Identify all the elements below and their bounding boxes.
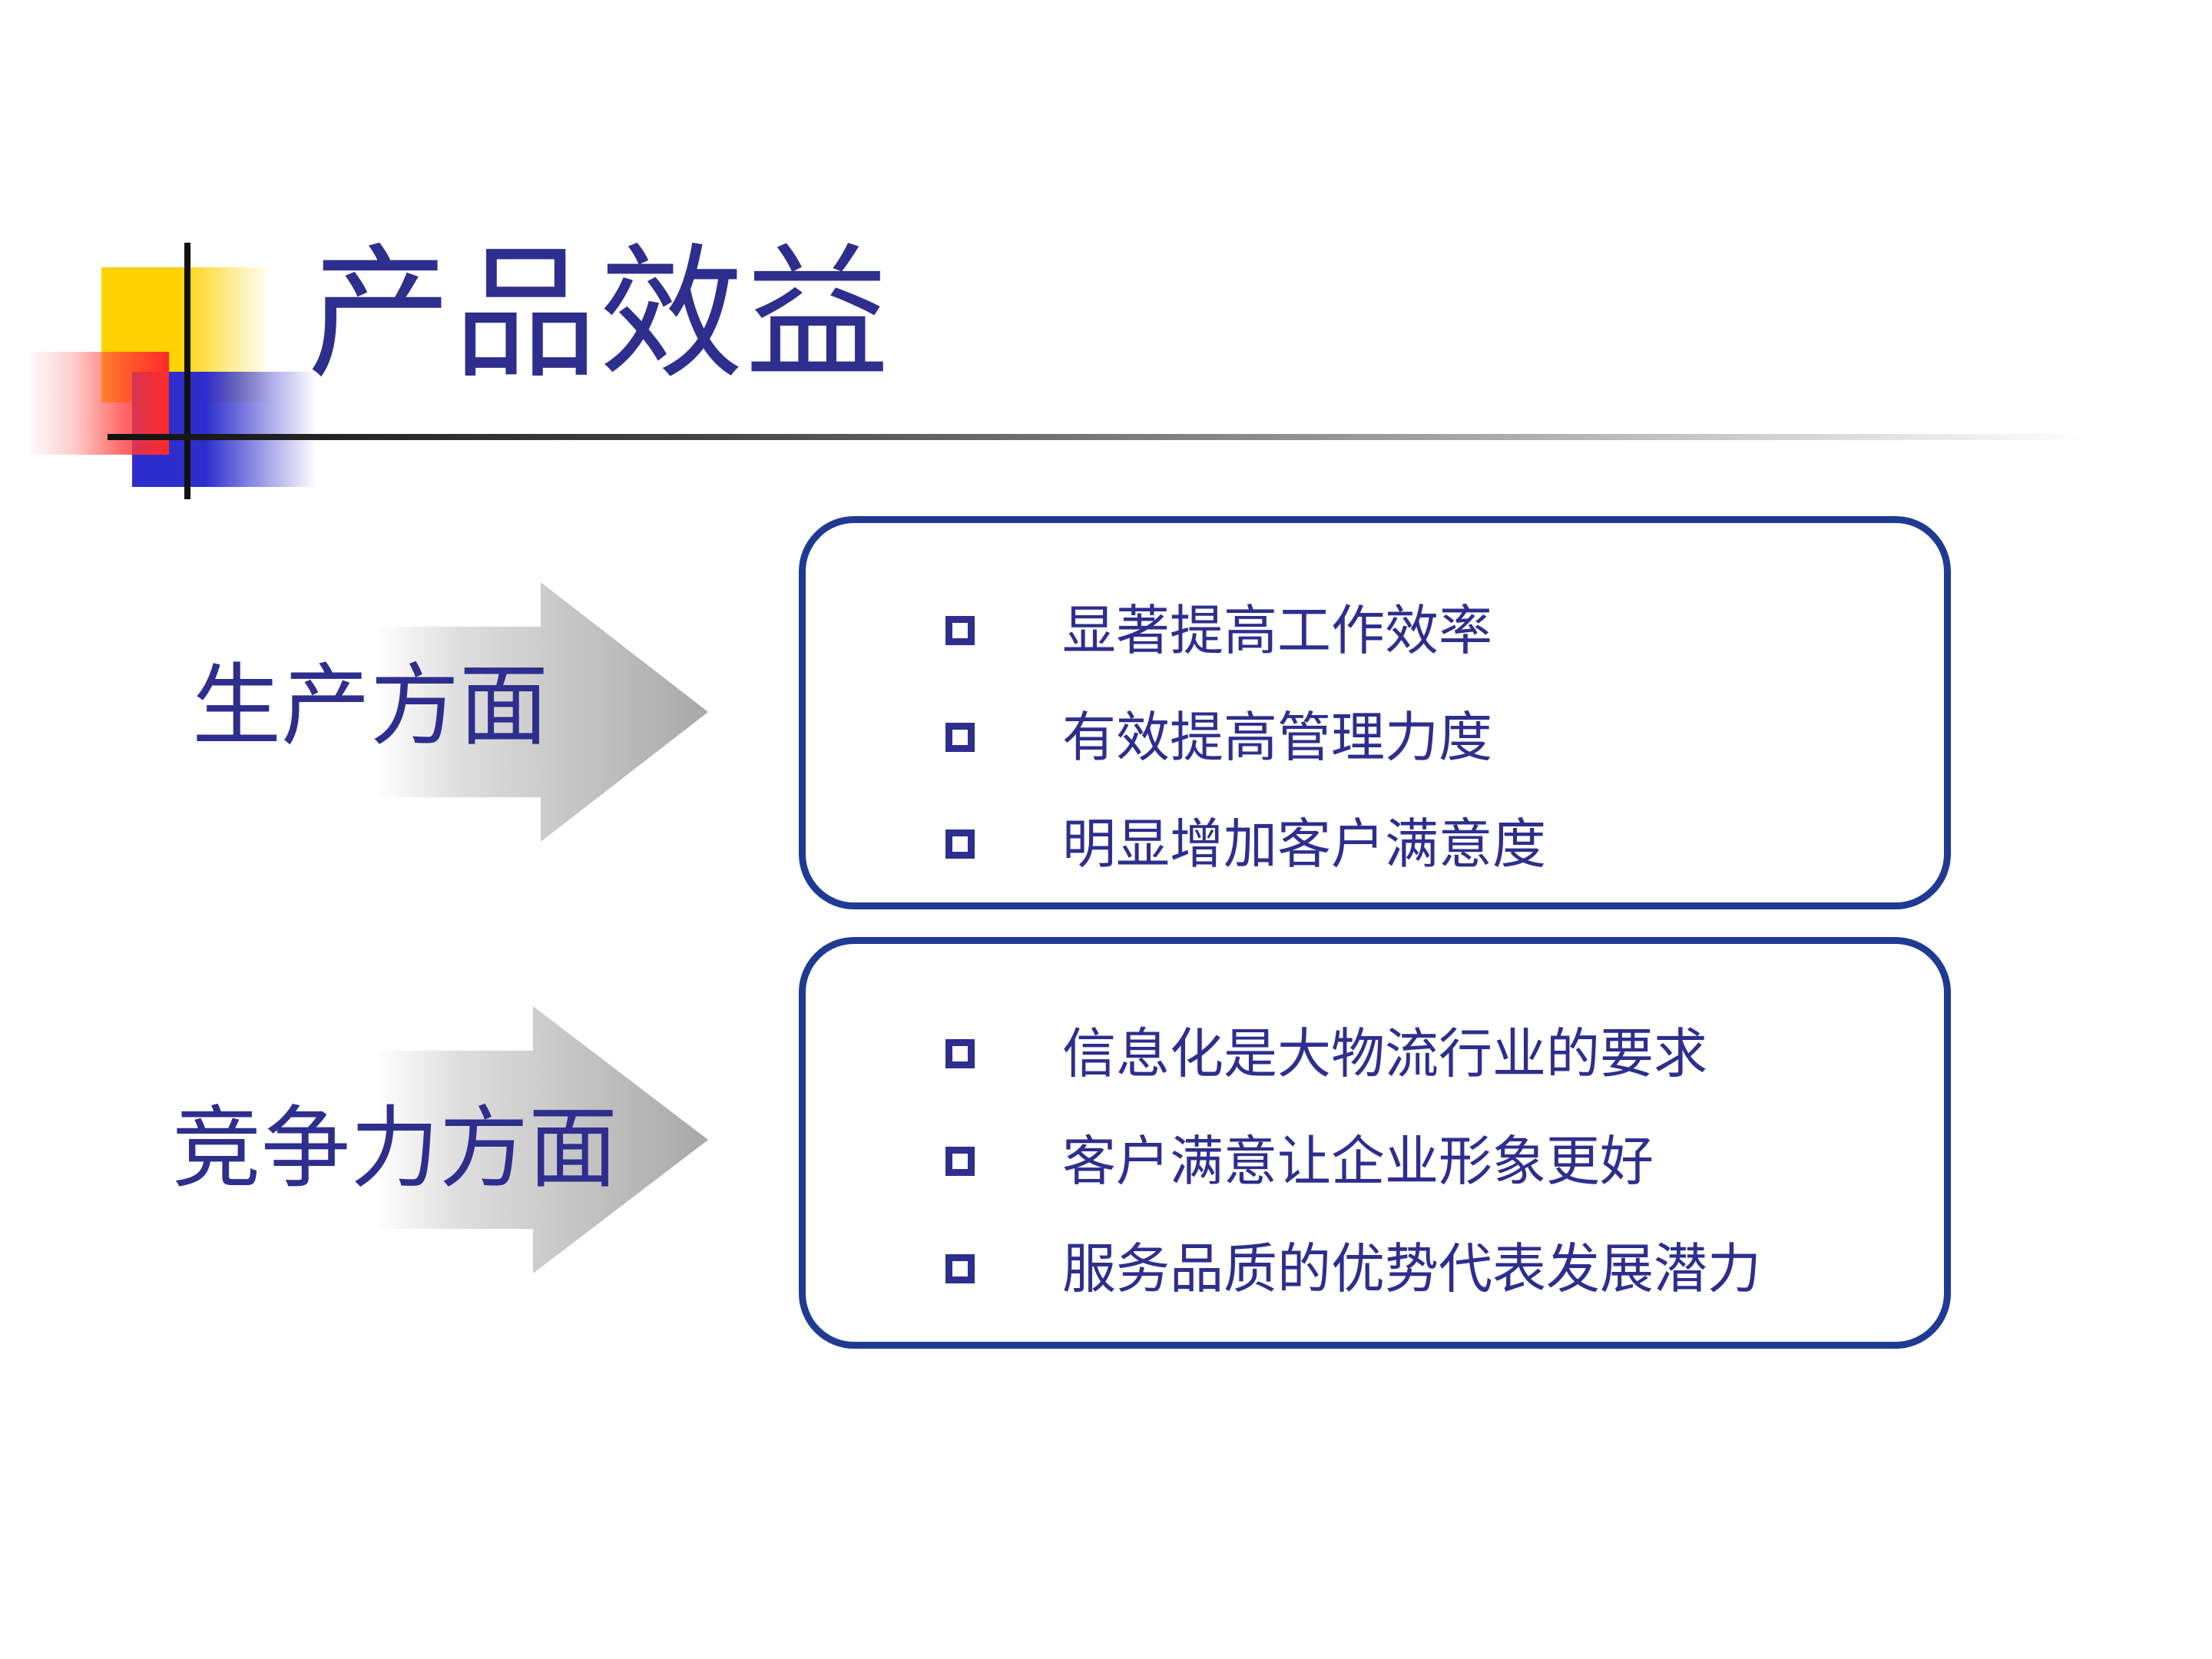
list-item-text: 服务品质的优势代表发展潜力 [1062, 1237, 1761, 1300]
logo-vertical-line [184, 243, 190, 499]
square-bullet-icon [945, 723, 975, 752]
list-item: 明显增加客户满意度 [945, 813, 1546, 875]
square-bullet-icon [945, 830, 975, 859]
list-item: 有效提高管理力度 [945, 707, 1492, 768]
section-label-production: 生产方面 [192, 654, 548, 758]
list-item-text: 信息化是大物流行业的要求 [1062, 1022, 1707, 1085]
list-item: 服务品质的优势代表发展潜力 [945, 1238, 1761, 1300]
arrow-shape-production [376, 582, 708, 842]
square-bullet-icon [945, 1254, 975, 1283]
list-item: 信息化是大物流行业的要求 [945, 1023, 1707, 1084]
square-bullet-icon [945, 616, 975, 645]
square-bullet-icon [945, 1039, 975, 1068]
list-item-text: 明显增加客户满意度 [1062, 813, 1546, 876]
benefit-box-competition: 信息化是大物流行业的要求 客户满意让企业形象更好 服务品质的优势代表发展潜力 [799, 937, 1951, 1349]
list-item: 显著提高工作效率 [945, 600, 1492, 661]
section-label-competition: 竞争力方面 [172, 1097, 618, 1200]
title-underline [108, 434, 2089, 440]
benefit-box-production: 显著提高工作效率 有效提高管理力度 明显增加客户满意度 [799, 516, 1951, 909]
slide-title: 产品效益 [307, 230, 891, 399]
list-item-text: 客户满意让企业形象更好 [1062, 1130, 1654, 1193]
list-item: 客户满意让企业形象更好 [945, 1131, 1654, 1192]
square-bullet-icon [945, 1147, 975, 1176]
list-item-text: 有效提高管理力度 [1062, 706, 1492, 769]
arrow-shape-competition [376, 1006, 708, 1273]
list-item-text: 显著提高工作效率 [1062, 599, 1492, 662]
